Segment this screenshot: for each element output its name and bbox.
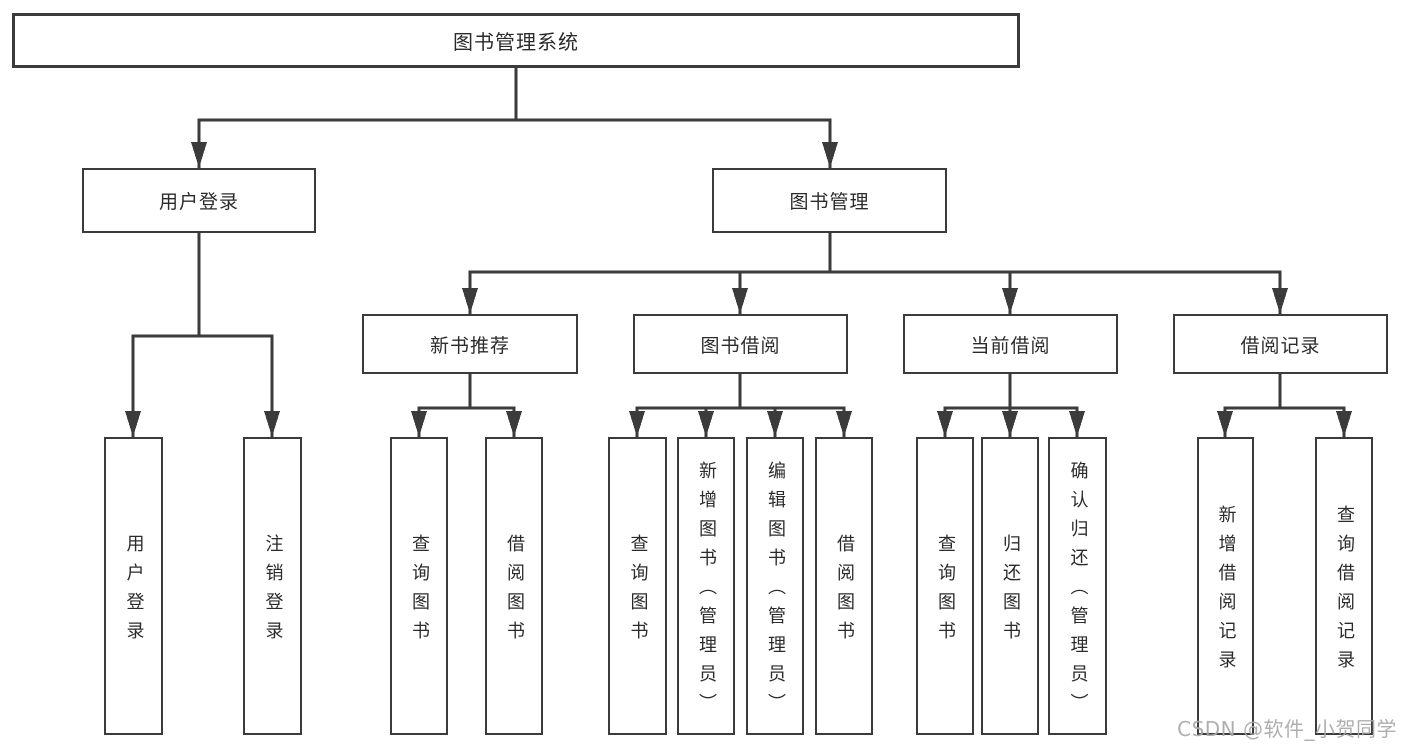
- node-new-book-recommend: 新书推荐: [362, 314, 578, 374]
- node-current-borrowing: 当前借阅: [903, 314, 1118, 374]
- leaf-label: 确认归还（管理员）: [1067, 461, 1089, 722]
- leaf-label: 查询图书: [409, 533, 430, 650]
- node-book-borrowing: 图书借阅: [633, 314, 848, 374]
- leaf-label: 新增图书（管理员）: [696, 461, 717, 722]
- leaf-edit-book-admin: 编辑图书（管理员）: [746, 437, 804, 735]
- leaf-label: 用户登录: [123, 533, 145, 650]
- leaf-label: 借阅图书: [504, 533, 525, 650]
- leaf-add-book-admin: 新增图书（管理员）: [677, 437, 735, 735]
- node-label: 图书借阅: [700, 334, 781, 357]
- leaf-query-books-recommend: 查询图书: [390, 437, 448, 735]
- node-label: 用户登录: [158, 191, 239, 213]
- leaf-label: 借阅图书: [834, 533, 855, 650]
- leaf-label: 注销登录: [262, 533, 284, 650]
- leaf-borrow-books-borrowing: 借阅图书: [815, 437, 873, 735]
- leaf-label: 编辑图书（管理员）: [765, 461, 786, 722]
- node-label: 新书推荐: [429, 334, 510, 357]
- leaf-logout: 注销登录: [243, 437, 302, 735]
- node-label: 图书管理: [789, 191, 870, 213]
- node-user-login: 用户登录: [82, 168, 316, 233]
- arrowhead-icons: [125, 142, 1352, 437]
- leaf-borrow-books-recommend: 借阅图书: [485, 437, 543, 735]
- node-label: 当前借阅: [970, 334, 1051, 357]
- leaf-confirm-return-admin: 确认归还（管理员）: [1048, 437, 1107, 735]
- leaf-query-books-current: 查询图书: [916, 437, 974, 735]
- leaf-label: 查询图书: [935, 533, 956, 650]
- csdn-watermark: CSDN @软件_小贺同学: [1177, 717, 1397, 741]
- leaf-user-login: 用户登录: [104, 437, 163, 735]
- leaf-label: 归还图书: [1000, 533, 1021, 650]
- node-library-management-system: 图书管理系统: [12, 13, 1020, 68]
- node-label: 借阅记录: [1240, 334, 1321, 357]
- leaf-label: 查询借阅记录: [1334, 504, 1355, 679]
- tree-edges: [131, 68, 1346, 437]
- leaf-query-borrow-record: 查询借阅记录: [1315, 437, 1373, 735]
- leaf-label: 新增借阅记录: [1215, 504, 1237, 679]
- leaf-return-book: 归还图书: [981, 437, 1039, 735]
- leaf-add-borrow-record: 新增借阅记录: [1197, 437, 1254, 735]
- node-book-management: 图书管理: [712, 168, 947, 233]
- node-label: 图书管理系统: [453, 30, 579, 54]
- node-borrowing-records: 借阅记录: [1173, 314, 1388, 374]
- leaf-label: 查询图书: [627, 533, 649, 650]
- leaf-query-books-borrowing: 查询图书: [608, 437, 667, 735]
